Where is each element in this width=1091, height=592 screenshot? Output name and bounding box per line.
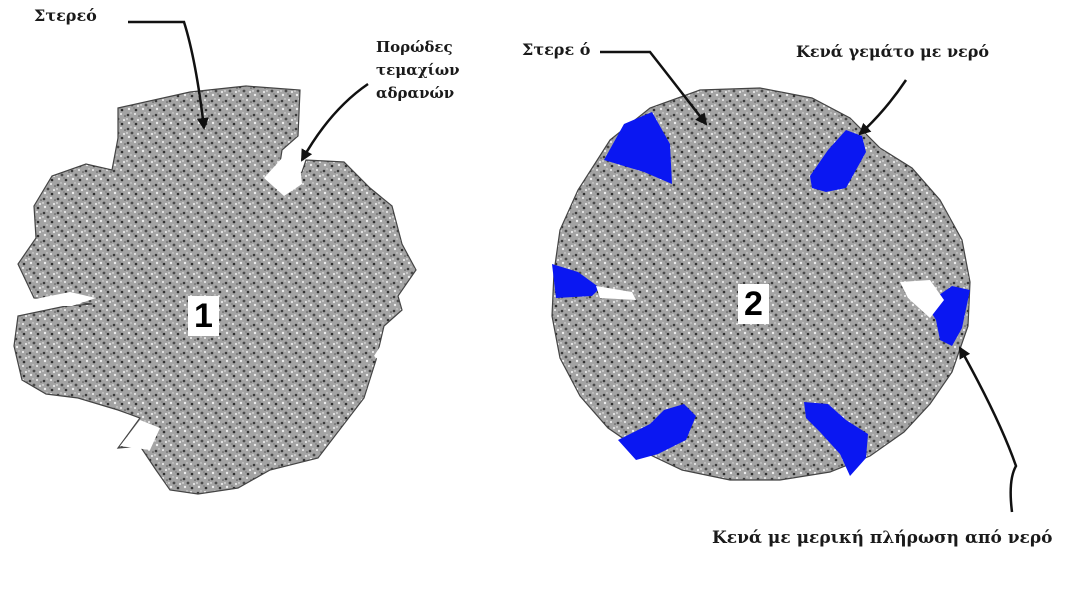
particle-1 (14, 86, 416, 494)
label-water-filled-voids: Κενά γεμάτο με νερό (796, 42, 989, 62)
arrow-water-filled (860, 80, 906, 134)
label-solid-left: Στερεό (34, 6, 97, 26)
particle-1-solid (14, 86, 416, 494)
particle-1-number: 1 (188, 296, 219, 336)
arrow-pores (302, 84, 368, 160)
label-aggregate-porosity: Πορώδες τεμαχίων αδρανών (376, 36, 496, 105)
particle-2-number: 2 (738, 284, 769, 324)
arrow-partial-fill (960, 348, 1016, 512)
label-partially-filled-voids: Κενά με μερική πλήρωση από νερό (712, 525, 1072, 551)
label-solid-right: Στερε ό (522, 40, 590, 60)
